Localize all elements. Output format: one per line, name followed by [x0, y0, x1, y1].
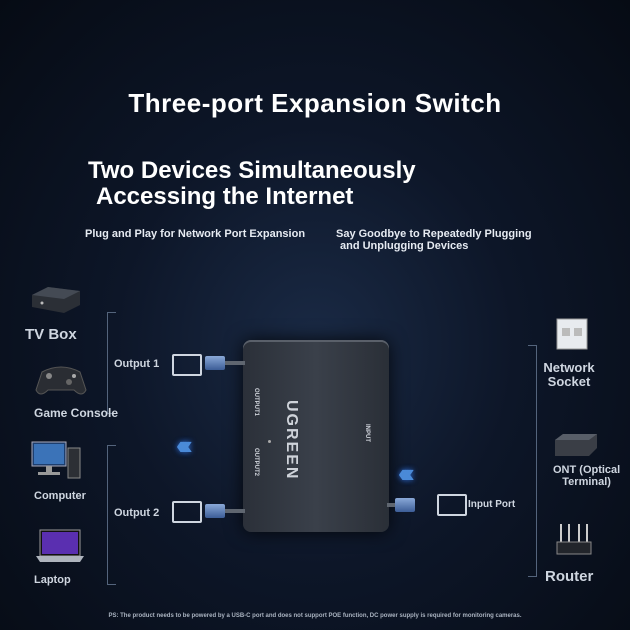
input-port-icon — [437, 494, 467, 516]
tv-box-label: TV Box — [25, 326, 77, 343]
subtitle-line-2: Accessing the Internet — [96, 183, 354, 210]
laptop-icon — [36, 529, 84, 562]
left-bracket-top — [107, 312, 116, 414]
laptop-label: Laptop — [34, 574, 71, 586]
tv-box-icon — [32, 287, 80, 313]
tagline-right: Say Goodbye to Repeatedly Plugging and U… — [336, 228, 532, 252]
output-2-port-icon — [172, 501, 202, 523]
subtitle-line-1: Two Devices Simultaneously — [88, 157, 416, 184]
page-title: Three-port Expansion Switch — [128, 88, 502, 118]
game-controller-icon — [35, 366, 87, 395]
desktop-computer-icon — [31, 441, 81, 479]
network-socket-icon — [556, 318, 588, 350]
switch-led-indicator — [268, 440, 271, 443]
left-bracket-bottom — [107, 445, 116, 585]
subtitle: Two Devices Simultaneously Accessing the… — [88, 158, 548, 210]
input-cable-head — [395, 498, 415, 512]
output-2-cable — [225, 509, 245, 513]
output-2-label: Output 2 — [114, 507, 160, 519]
network-socket-label-line-1: Network — [543, 360, 595, 375]
network-socket-label-line-2: Socket — [547, 374, 591, 389]
router-label: Router — [545, 568, 594, 585]
game-console-label: Game Console — [34, 406, 119, 420]
tagline-right-line-1: Say Goodbye to Repeatedly Plugging — [336, 228, 532, 240]
input-port-label: Input Port — [468, 499, 516, 510]
tagline-right-line-2: and Unplugging Devices — [340, 240, 469, 252]
chevron-left-arrows-icon: ‹‹‹‹ — [176, 430, 192, 460]
switch-port-label-input: INPUT — [364, 424, 370, 442]
switch-device — [243, 340, 389, 532]
footnote: PS: The product needs to be powered by a… — [108, 613, 522, 619]
switch-port-label-output1: OUTPUT1 — [253, 388, 259, 417]
output-2-cable-head — [205, 504, 225, 518]
ont-terminal-icon — [555, 434, 597, 456]
right-bracket — [528, 345, 537, 577]
computer-label: Computer — [34, 490, 86, 502]
network-socket-label: Network Socket — [539, 361, 599, 389]
switch-port-label-output2: OUTPUT2 — [253, 448, 259, 477]
output-1-label: Output 1 — [114, 358, 160, 370]
ont-label-line-1: ONT (Optical — [553, 464, 621, 476]
router-icon — [556, 524, 592, 555]
output-1-cable — [225, 361, 245, 365]
output-1-cable-head — [205, 356, 225, 370]
tagline-left: Plug and Play for Network Port Expansion — [85, 228, 306, 240]
switch-brand-logo: UGREEN — [283, 400, 300, 481]
ont-label: ONT (Optical Terminal) — [553, 464, 620, 488]
input-cable — [387, 503, 395, 507]
output-1-port-icon — [172, 354, 202, 376]
ont-label-line-2: Terminal) — [562, 476, 611, 488]
chevron-left-arrows-icon-input: ‹‹‹‹ — [398, 458, 414, 488]
